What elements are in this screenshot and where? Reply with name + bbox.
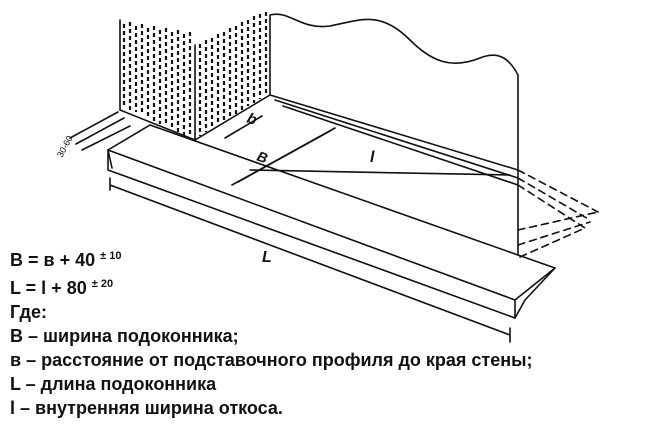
legend-title: Где: bbox=[10, 302, 47, 322]
dimension-big-l bbox=[109, 177, 511, 343]
wall-outline bbox=[119, 13, 519, 256]
legend-item-small-l: l – внутренняя ширина откоса. bbox=[10, 398, 283, 418]
brick-hatching bbox=[122, 12, 268, 137]
windowsill-front-edge bbox=[107, 149, 556, 319]
legend-item-big-b: B – ширина подоконника; bbox=[10, 326, 239, 346]
dimension-gap bbox=[69, 111, 131, 151]
formula-l: L = l + 80 ± 20 bbox=[10, 272, 660, 300]
formula-l-tolerance: ± 20 bbox=[91, 278, 114, 290]
label-big-b: B bbox=[255, 148, 270, 166]
formula-b: B = в + 40 ± 10 bbox=[10, 244, 660, 272]
dimension-big-b bbox=[231, 127, 336, 186]
dimension-small-b bbox=[224, 115, 263, 139]
formula-b-tolerance: ± 10 bbox=[100, 250, 122, 262]
legend-item-small-b: в – расстояние от подставочного профиля … bbox=[10, 350, 533, 370]
dashed-profile bbox=[517, 169, 599, 258]
label-gap-range: 30-60 bbox=[55, 134, 75, 159]
label-big-l: L bbox=[262, 249, 272, 266]
legend-item-big-l: L – длина подоконника bbox=[10, 374, 217, 394]
formula-b-text: B = в + 40 bbox=[10, 250, 101, 270]
windowsill-board bbox=[107, 124, 556, 319]
dimension-small-l bbox=[249, 169, 511, 176]
formula-l-text: L = l + 80 bbox=[10, 278, 92, 298]
label-small-l: l bbox=[370, 149, 375, 166]
reveal-lines bbox=[269, 94, 519, 186]
legend-block: B = в + 40 ± 10 L = l + 80 ± 20 Где: B –… bbox=[10, 244, 660, 420]
